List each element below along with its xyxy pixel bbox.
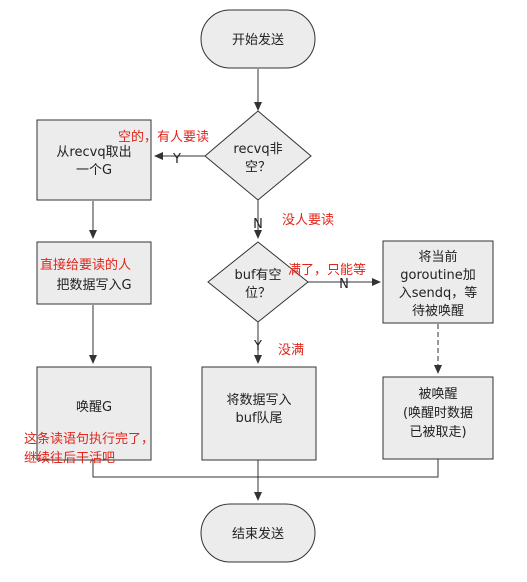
edge-label-buf-no: N — [339, 277, 349, 292]
node-woken-line-2: (唤醒时数据 — [403, 406, 473, 421]
node-woken-line-3: 已被取走) — [409, 425, 466, 440]
decision-buf-line-1: buf有空 — [234, 268, 281, 283]
edge-label-recvq-no: N — [253, 217, 263, 232]
node-write-g: 把数据写入G — [36, 241, 152, 305]
node-start: 开始发送 — [200, 9, 316, 69]
annotation-not-full: 没满 — [278, 343, 304, 358]
node-take-g: 从recvq取出 一个G — [36, 119, 152, 201]
node-write-buf-line-1: 将数据写入 — [226, 393, 291, 408]
node-write-buf-line-2: buf队尾 — [235, 411, 282, 426]
decision-recvq: recvq非 空？ — [204, 110, 312, 201]
decision-buf-line-2: 位？ — [245, 286, 271, 301]
decision-recvq-line-2: 空？ — [245, 160, 271, 175]
edge-wake-to-end — [92, 460, 258, 478]
annotation-direct-give: 直接给要读的人 — [40, 257, 131, 273]
connectors — [89, 69, 442, 501]
node-end-label: 结束发送 — [232, 526, 284, 542]
node-wake-g: 唤醒G — [36, 366, 152, 461]
node-end: 结束发送 — [200, 503, 316, 563]
node-wake-g-label: 唤醒G — [76, 400, 112, 415]
edge-label-buf-yes: Y — [253, 339, 262, 354]
node-write-buf: 将数据写入 buf队尾 — [201, 366, 317, 461]
node-start-label: 开始发送 — [232, 32, 284, 48]
node-enqueue-line-3: 入sendq，等 — [399, 285, 478, 301]
node-enqueue-line-1: 将当前 — [418, 249, 457, 265]
annotation-continue-line-2: 继续往后干活吧 — [24, 451, 115, 466]
annotation-someone-reading: 空的，有人要读 — [118, 129, 209, 145]
annotation-buf-full: 满了，只能等 — [288, 262, 366, 278]
node-take-g-line-1: 从recvq取出 — [56, 145, 131, 160]
edge-label-recvq-yes: Y — [172, 152, 181, 167]
node-enqueue-line-4: 待被唤醒 — [412, 304, 464, 319]
decision-buf: buf有空 位？ — [207, 241, 309, 323]
node-enqueue-line-2: goroutine加 — [400, 268, 475, 283]
node-woken-line-1: 被唤醒 — [418, 387, 457, 402]
annotation-continue-line-1: 这条读语句执行完了， — [24, 431, 154, 447]
decision-recvq-line-1: recvq非 — [233, 142, 282, 157]
node-woken: 被唤醒 (唤醒时数据 已被取走) — [382, 376, 494, 460]
node-write-g-label: 把数据写入G — [56, 278, 131, 293]
node-enqueue-sendq: 将当前 goroutine加 入sendq，等 待被唤醒 — [382, 240, 494, 324]
annotation-no-one-reading: 没人要读 — [282, 213, 334, 228]
node-take-g-line-2: 一个G — [76, 163, 112, 178]
edge-woken-to-end — [258, 459, 439, 478]
